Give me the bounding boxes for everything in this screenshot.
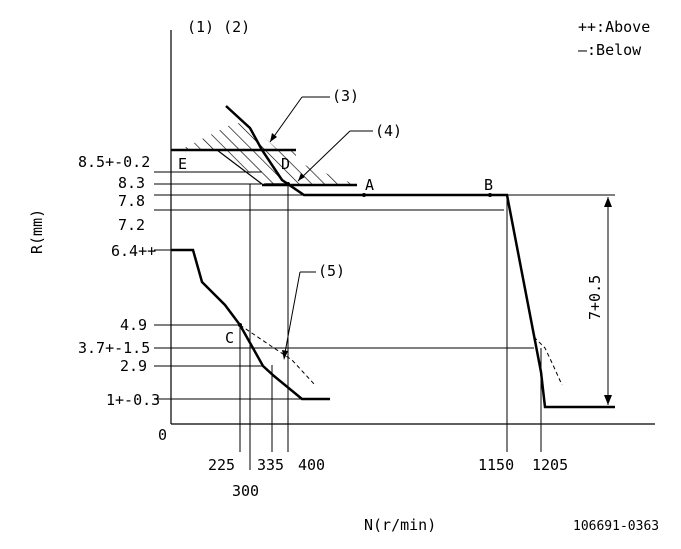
- dimension-arrow-bottom: [604, 395, 612, 405]
- y-tick-7.2: 7.2: [118, 216, 145, 234]
- dimension-label: 7+0.5: [586, 275, 604, 320]
- figure-id: 106691-0363: [573, 519, 659, 534]
- x-axis-label: N(r/min): [364, 516, 436, 534]
- full-load-curve: [225, 105, 615, 409]
- cutoff-dashed-curve: [533, 336, 563, 386]
- x-tick-225: 225: [208, 456, 235, 474]
- vertical-leaders: [239, 184, 542, 470]
- callout-3-leader-2: [269, 96, 303, 143]
- callout-5-leader-2: [283, 271, 301, 359]
- point-b-label: B: [484, 176, 493, 194]
- point-d-label: D: [281, 155, 290, 173]
- x-tick-300: 300: [232, 482, 259, 500]
- point-e-label: E: [178, 155, 187, 173]
- callout-5-arrow: [282, 350, 288, 360]
- dimension-arrow-top: [604, 197, 612, 207]
- y-tick-1: 1+-0.3: [106, 391, 160, 409]
- x-tick-1205: 1205: [532, 456, 568, 474]
- y-tick-6.4: 6.4++: [111, 242, 156, 260]
- x-tick-335: 335: [257, 456, 284, 474]
- point-b-marker: [488, 193, 492, 197]
- origin-label: 0: [158, 426, 167, 444]
- hatched-limit-area: [180, 122, 357, 185]
- callout-5-label: (5): [318, 262, 345, 280]
- idle-dashed-curve: [239, 324, 316, 386]
- x-tick-400: 400: [298, 456, 325, 474]
- y-tick-8.5: 8.5+-0.2: [78, 153, 150, 171]
- y-axis-label: R(mm): [28, 209, 46, 254]
- y-tick-4.9: 4.9: [120, 316, 147, 334]
- y-tick-8.3: 8.3: [118, 174, 145, 192]
- callout-4-label: (4): [375, 122, 402, 140]
- y-tick-3.7: 3.7+-1.5: [78, 339, 150, 357]
- point-c-marker: [238, 323, 242, 327]
- control-line-e-d: [216, 149, 263, 185]
- callout-4-leader-2: [297, 130, 351, 182]
- y-tick-7.8: 7.8: [118, 192, 145, 210]
- legend-above: ++:Above: [578, 18, 650, 36]
- group-labels: (1) (2): [187, 18, 250, 36]
- y-tick-2.9: 2.9: [120, 357, 147, 375]
- point-d-marker: [286, 182, 290, 186]
- point-a-marker: [362, 193, 366, 197]
- point-a-label: A: [365, 176, 374, 194]
- point-c-label: C: [225, 329, 234, 347]
- callout-4-arrow: [298, 173, 305, 181]
- callout-3-label: (3): [332, 87, 359, 105]
- x-tick-1150: 1150: [478, 456, 514, 474]
- legend-below: —:Below: [578, 41, 642, 59]
- horizontal-leaders: [154, 171, 615, 400]
- callout-3-arrow: [270, 133, 277, 142]
